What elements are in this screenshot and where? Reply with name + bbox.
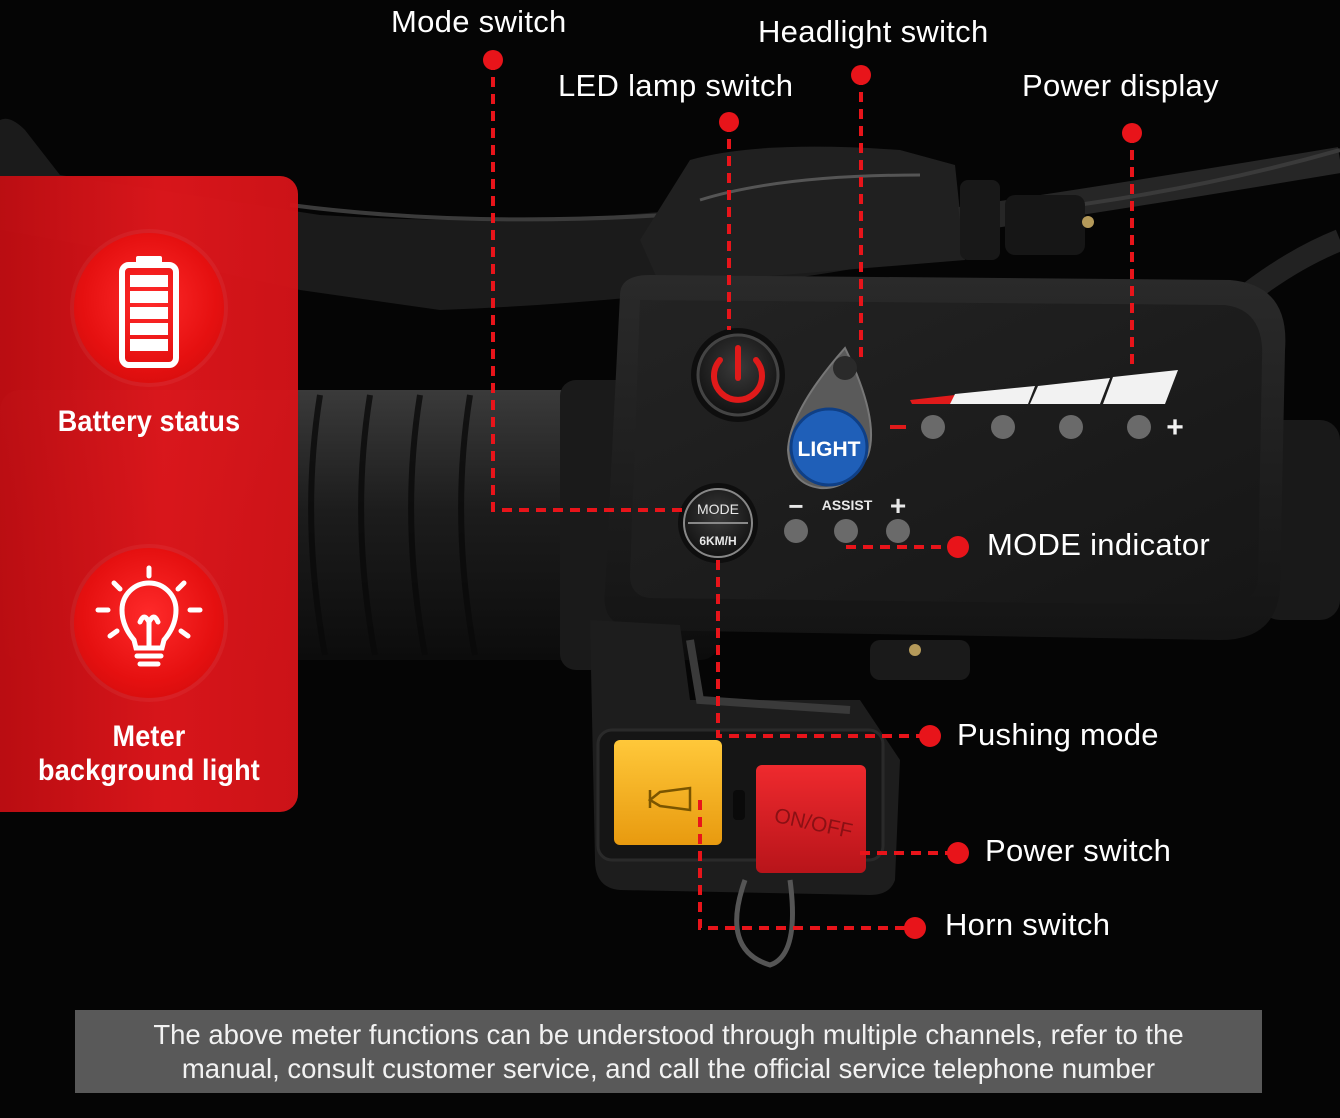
feature-meter-background-light: Meter background light bbox=[0, 548, 298, 788]
power-display-plus-label: + bbox=[1166, 411, 1184, 444]
pushing-mode-label: Pushing mode bbox=[957, 717, 1159, 752]
feature-battery-status: Battery status bbox=[0, 233, 298, 439]
led-lamp-switch-label: LED lamp switch bbox=[558, 68, 794, 103]
mode-switch-label: Mode switch bbox=[391, 4, 567, 39]
footnote-line-1: The above meter functions can be underst… bbox=[153, 1019, 1184, 1050]
horn-switch-label: Horn switch bbox=[945, 907, 1111, 942]
headlight-switch-label: Headlight switch bbox=[758, 14, 989, 49]
mode-indicator-label: MODE indicator bbox=[987, 527, 1210, 562]
assist-plus-label: + bbox=[890, 490, 906, 521]
lightbulb-icon bbox=[74, 548, 224, 698]
footnote-banner: The above meter functions can be underst… bbox=[75, 1010, 1262, 1093]
horn-icon bbox=[647, 786, 692, 812]
power-display-label: Power display bbox=[1022, 68, 1219, 103]
assist-minus-label: − bbox=[788, 491, 803, 521]
light-button-label: LIGHT bbox=[798, 438, 861, 461]
battery-status-label: Battery status bbox=[57, 405, 241, 438]
assist-label: ASSIST bbox=[822, 497, 873, 513]
footnote-line-2: manual, consult customer service, and ca… bbox=[181, 1053, 1156, 1084]
battery-icon bbox=[74, 233, 224, 383]
meter-background-light-label: Meter background light bbox=[38, 720, 260, 787]
power-switch-label: Power switch bbox=[985, 833, 1172, 868]
mode-button-label: MODE bbox=[697, 501, 739, 517]
walk-button-label: 6KM/H bbox=[699, 534, 736, 548]
